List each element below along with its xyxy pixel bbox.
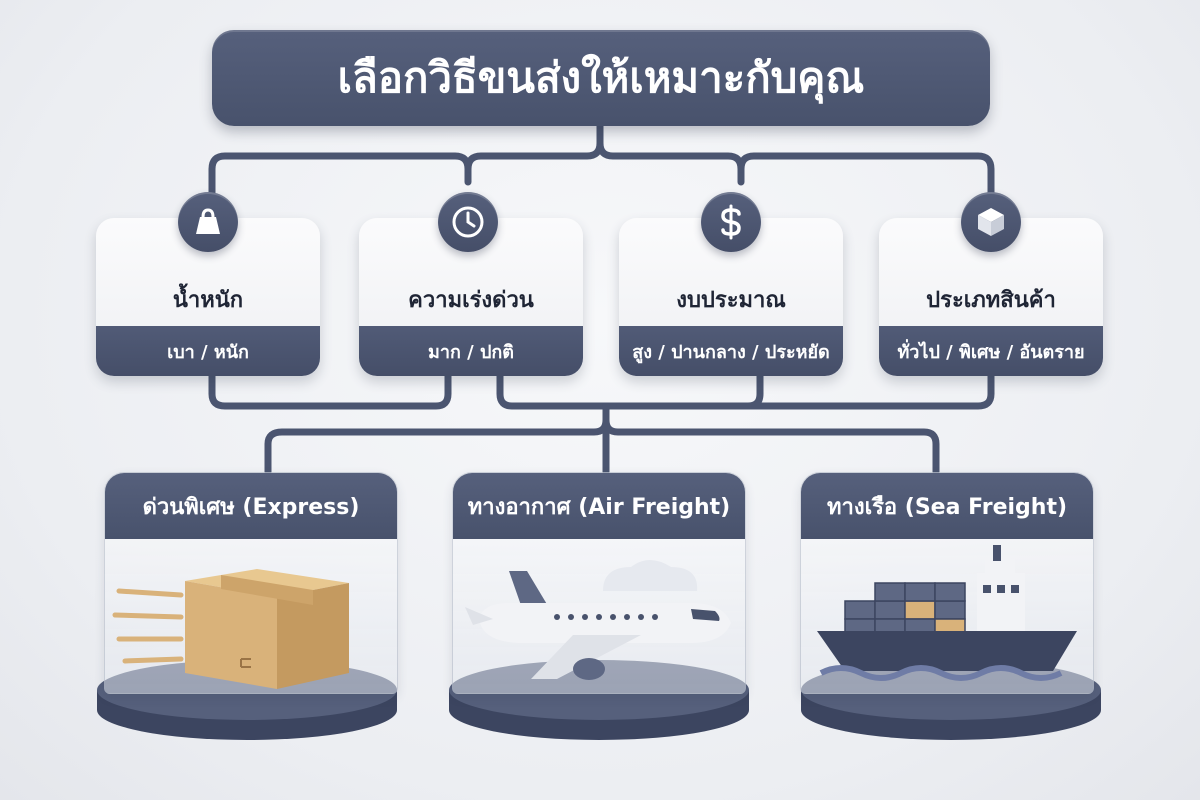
criterion-options: เบา / หนัก [96,326,320,376]
cargo-ship-icon [817,545,1077,681]
mode-title: ทางอากาศ (Air Freight) [453,473,745,539]
criterion-label: ความเร่งด่วน [408,288,534,313]
criterion-label: งบประมาณ [676,288,786,313]
mode-card-air: ทางอากาศ (Air Freight) [452,472,746,694]
criterion-label: น้ำหนัก [172,288,244,313]
box-icon [961,192,1021,252]
criterion-label: ประเภทสินค้า [926,288,1056,313]
mode-card-sea: ทางเรือ (Sea Freight) [800,472,1094,694]
clock-icon [438,192,498,252]
criterion-options: สูง / ปานกลาง / ประหยัด [619,326,843,376]
mode-title: ทางเรือ (Sea Freight) [801,473,1093,539]
dollar-icon [701,192,761,252]
parcel-box-icon [112,569,349,689]
criterion-options: ทั่วไป / พิเศษ / อันตราย [879,326,1103,376]
mode-title: ด่วนพิเศษ (Express) [105,473,397,539]
criterion-options: มาก / ปกติ [359,326,583,376]
page-title: เลือกวิธีขนส่งให้เหมาะกับคุณ [212,30,990,126]
airplane-icon [465,560,731,680]
mode-card-express: ด่วนพิเศษ (Express) [104,472,398,694]
weight-icon [178,192,238,252]
